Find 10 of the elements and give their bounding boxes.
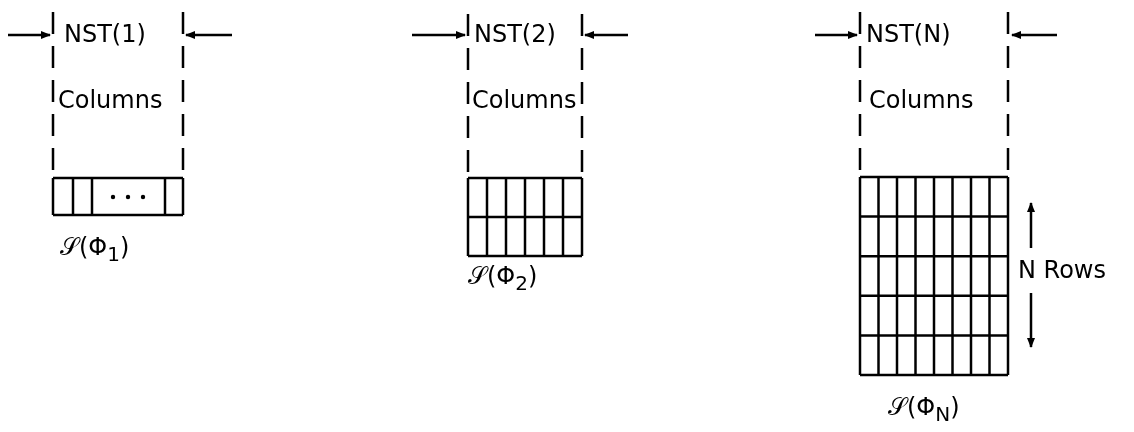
column-count-label: NST(1) xyxy=(64,20,146,48)
dimension-label: Columns xyxy=(472,86,577,114)
matrix-label: 𝒮(Φ$_{N}$) xyxy=(888,393,960,428)
row-count-label: N Rows xyxy=(1018,256,1106,284)
dimension-label: Columns xyxy=(58,86,163,114)
dimension-label: Columns xyxy=(869,86,974,114)
matrix-label: 𝒮(Φ$_{2}$) xyxy=(468,262,538,297)
column-count-label: NST(N) xyxy=(866,20,951,48)
column-count-label: NST(2) xyxy=(474,20,556,48)
matrix-label: 𝒮(Φ$_{1}$) xyxy=(60,233,130,268)
